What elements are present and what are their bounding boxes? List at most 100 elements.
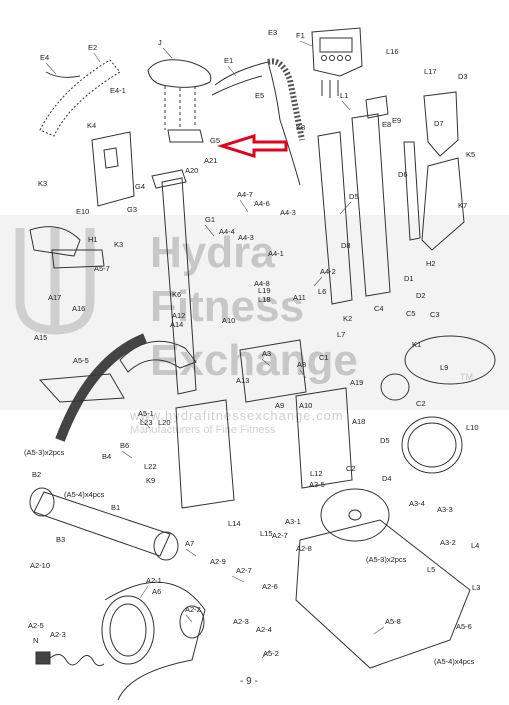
part-label: F1 [296,31,305,40]
part-label: A17 [48,293,61,302]
part-label: B6 [120,441,129,450]
part-label: D3 [458,72,468,81]
part-label: L20 [158,418,171,427]
part-label: A19 [350,378,363,387]
quantity-callout: (A5-4)x4pcs [64,490,105,499]
part-label: A2-3 [233,617,249,626]
part-label: K3 [38,179,47,188]
part-label: A4-3 [238,233,254,242]
part-label: A2-7 [236,566,252,575]
handlebar-part [211,58,305,186]
part-label: E4-1 [110,86,126,95]
part-label: L4 [471,541,479,550]
part-label: B4 [102,452,111,461]
part-label: A8 [297,360,306,369]
part-label: A2-10 [30,561,50,570]
part-label: A3-5 [309,480,325,489]
part-label: K2 [343,314,352,323]
part-label: H2 [426,259,436,268]
part-label: A5-2 [263,649,279,658]
part-label: A9 [275,401,284,410]
part-label: L9 [440,363,448,372]
part-label: E1 [224,56,233,65]
part-label: J [158,38,162,47]
part-label: A2-7 [272,531,288,540]
connector-cable-icon [35,651,105,667]
part-label: G1 [205,215,215,224]
highlight-arrow-icon [216,133,288,159]
side-cover-part [295,488,471,669]
part-label: B2 [32,470,41,479]
part-label: L17 [424,67,437,76]
part-label: L6 [318,287,326,296]
part-label: A13 [236,376,249,385]
part-label: A4-2 [320,267,336,276]
part-label: A18 [352,417,365,426]
part-label: E4 [40,53,49,62]
part-label: L14 [228,519,241,528]
part-label: A5-5 [73,356,89,365]
part-label: L22 [144,462,157,471]
watermark-url: www.hydrafitnessexchange.com [130,408,344,423]
part-label: E2 [88,43,97,52]
part-label: A2-4 [256,625,272,634]
part-label: C2 [416,399,426,408]
part-label: L16 [386,47,399,56]
part-label: E5 [255,91,264,100]
part-label: L10 [466,423,479,432]
part-label: A2-5 [28,621,44,630]
part-label: C5 [406,309,416,318]
part-label: D6 [398,170,408,179]
part-label: A4-6 [254,199,270,208]
part-label: L23 [140,418,153,427]
part-label: A2-3 [50,630,66,639]
part-label: K6 [172,290,181,299]
part-label: A10 [299,401,312,410]
part-label: A2-9 [210,557,226,566]
part-label: A3-2 [440,538,456,547]
part-label: L3 [472,583,480,592]
part-label: L19 [258,286,271,295]
part-label: K4 [87,121,96,130]
part-label: A21 [204,156,217,165]
part-label: A2-8 [296,544,312,553]
watermark-tagline: Manufacturers of Fine Fitness [130,424,276,436]
part-label: C2 [346,464,356,473]
part-label: B1 [111,503,120,512]
part-label: A5-8 [385,617,401,626]
part-label: A3-4 [409,499,425,508]
part-label: K9 [146,476,155,485]
part-label: A4-7 [237,190,253,199]
part-label: A6 [152,587,161,596]
quantity-callout: (A5-3)x2pcs [366,555,407,564]
watermark-brand-hydra: Hydra [150,228,275,277]
part-label: H1 [88,235,98,244]
part-label: K3 [114,240,123,249]
part-label: A11 [293,293,306,302]
part-label: L1 [340,91,348,100]
part-label: A4-1 [268,249,284,258]
part-label: A4-8 [254,279,270,288]
watermark-trademark: TM [460,372,473,382]
part-label: A14 [170,320,183,329]
rear-bracket-part [403,91,465,251]
part-label: K1 [412,340,421,349]
part-label: D7 [434,119,444,128]
part-label: L15 [260,529,273,538]
part-label: K7 [458,201,467,210]
seat-part [147,59,212,143]
part-label: L12 [310,469,323,478]
part-label: D2 [416,291,426,300]
flywheel-part [380,335,496,474]
part-label: A5-7 [94,264,110,273]
part-label: A3 [262,349,271,358]
part-label: E8 [382,120,391,129]
part-label: C3 [430,310,440,319]
part-label: A12 [172,311,185,320]
part-label: D5 [349,192,359,201]
front-column-part [317,95,391,305]
part-label: N [33,636,38,645]
left-tower-part [91,131,135,207]
watermark-brand-fitness: Fitness [150,282,305,331]
